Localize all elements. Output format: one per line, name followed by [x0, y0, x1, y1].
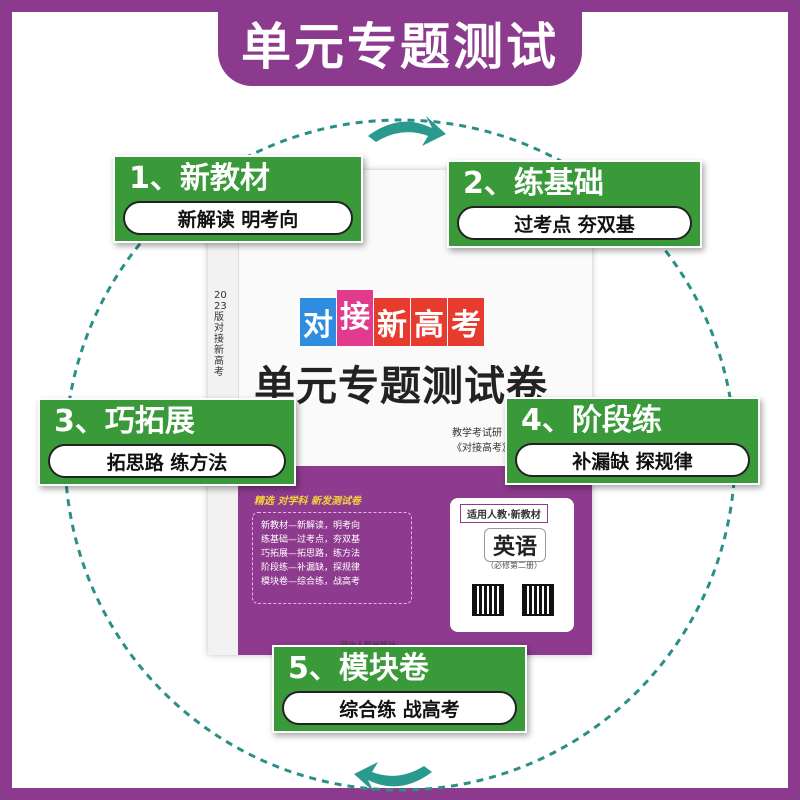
- book-subtitle: 教学考试研 《对接高考》: [452, 426, 512, 456]
- chip: 对: [300, 298, 336, 346]
- subject-label: 英语: [484, 528, 547, 562]
- edition-tag: 适用人教·新教材: [460, 504, 548, 523]
- arrow-bottom-icon: [354, 762, 432, 792]
- list-item: 新教材—新解读，明考向: [261, 521, 361, 531]
- book-title: 单元专题测试卷: [254, 362, 548, 410]
- list-item: 巧拓展—拓思路，练方法: [261, 549, 361, 559]
- card-pill: 综合练 战高考: [282, 691, 517, 725]
- card-pill: 拓思路 练方法: [48, 444, 286, 478]
- arrow-top-icon: [368, 116, 446, 146]
- feature-card-1: 1、新教材 新解读 明考向: [113, 155, 363, 243]
- feature-card-2: 2、练基础 过考点 夯双基: [447, 160, 702, 248]
- card-heading: 4、阶段练: [521, 403, 662, 438]
- banner-title-tab: 单元专题测试: [218, 0, 582, 86]
- book-top-chips: 对 接 新 高 考: [300, 290, 485, 346]
- subject-note: （必修第二册）: [486, 561, 542, 570]
- list-item: 模块卷—综合练，战高考: [261, 577, 361, 587]
- card-pill: 过考点 夯双基: [457, 206, 692, 240]
- book-cover: 2023版 对接新高考 对 接 新 高 考 单元专题测试卷 教学考试研 《对接高…: [208, 170, 592, 655]
- book-info-card: 适用人教·新教材 英语 （必修第二册）: [450, 498, 574, 632]
- spine-text: 2023版 对接新高考: [214, 290, 227, 378]
- list-item: 练基础—过考点，夯双基: [261, 535, 361, 545]
- feature-card-5: 5、模块卷 综合练 战高考: [272, 645, 527, 733]
- book-slogan: 精选 对学科 新发测试卷: [254, 496, 361, 507]
- feature-card-4: 4、阶段练 补漏缺 探规律: [505, 397, 760, 485]
- card-heading: 1、新教材: [129, 161, 270, 196]
- chip: 考: [448, 298, 484, 346]
- book-subtitle-line: 《对接高考》: [452, 443, 512, 454]
- chip: 高: [411, 298, 447, 346]
- book-feature-list: 新教材—新解读，明考向 练基础—过考点，夯双基 巧拓展—拓思路，练方法 阶段练—…: [252, 512, 412, 604]
- book-subtitle-line: 教学考试研: [452, 428, 502, 439]
- qr-code-icon: [522, 584, 554, 616]
- card-pill: 补漏缺 探规律: [515, 443, 750, 477]
- card-heading: 2、练基础: [463, 166, 604, 201]
- card-heading: 5、模块卷: [288, 651, 429, 686]
- card-pill: 新解读 明考向: [123, 201, 353, 235]
- chip: 新: [374, 298, 410, 346]
- card-heading: 3、巧拓展: [54, 404, 195, 439]
- feature-card-3: 3、巧拓展 拓思路 练方法: [38, 398, 296, 486]
- qr-code-icon: [472, 584, 504, 616]
- banner-title: 单元专题测试: [241, 18, 559, 76]
- chip: 接: [337, 290, 373, 346]
- list-item: 阶段练—补漏缺，探规律: [261, 563, 361, 573]
